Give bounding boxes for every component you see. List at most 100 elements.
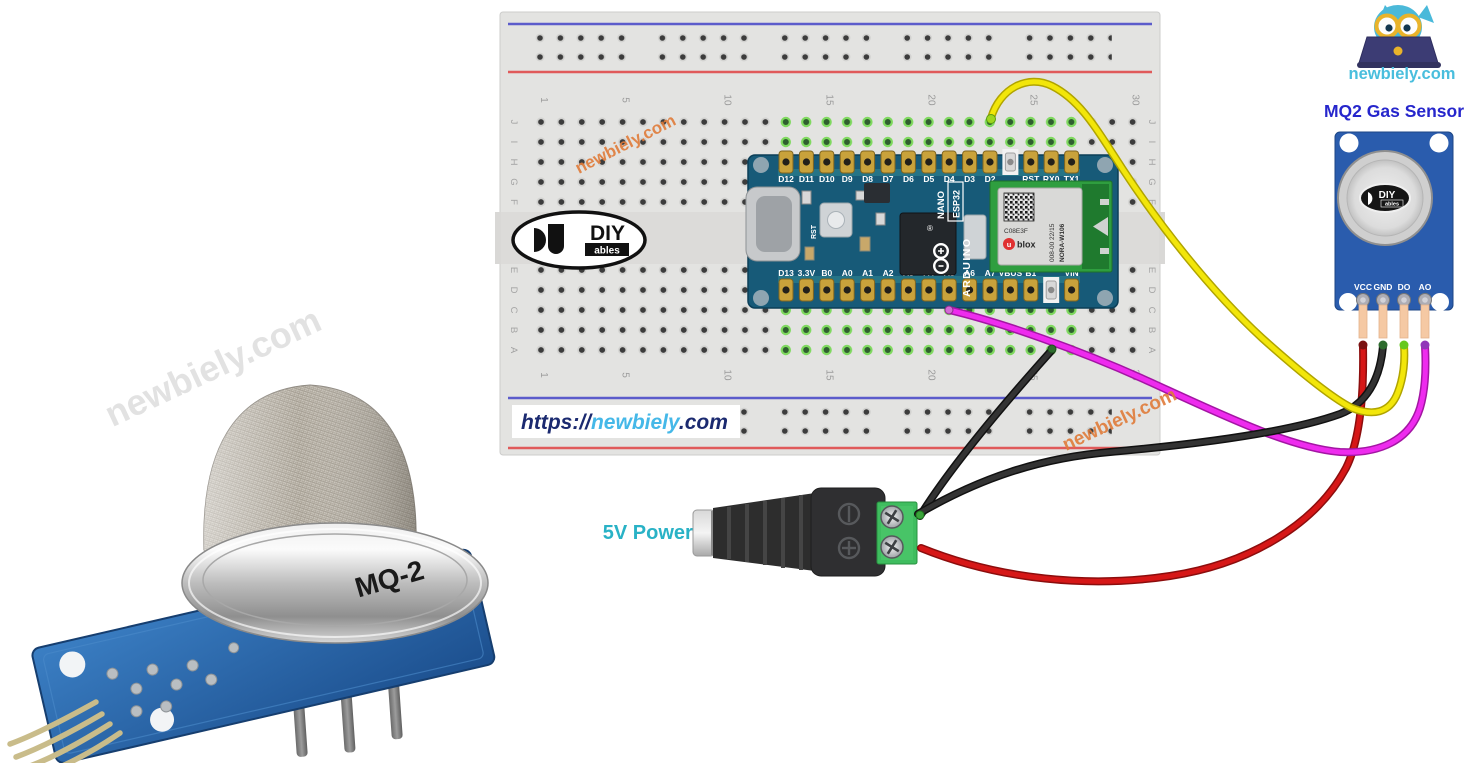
pin-label-vcc: VCC bbox=[1354, 282, 1372, 292]
diyables-text2: ables bbox=[1385, 202, 1399, 208]
col-num: 20 bbox=[926, 94, 937, 106]
newbiely-logo[interactable]: newbiely.com bbox=[1349, 5, 1456, 83]
connection-dot-a5 bbox=[944, 305, 954, 315]
component bbox=[859, 236, 871, 252]
ublox-logo-icon bbox=[1003, 238, 1015, 250]
pin-label: B1 bbox=[1025, 268, 1036, 278]
laptop-logo-dot bbox=[1393, 46, 1403, 56]
diyables-logo: DIY ables bbox=[511, 210, 647, 270]
arduino-label: ARDUINO bbox=[961, 238, 973, 298]
row-letter: J bbox=[508, 120, 519, 125]
antenna-pad bbox=[1100, 199, 1109, 205]
row-letters-right: J I H G F E D C B A bbox=[1146, 120, 1157, 354]
reset-button-cap[interactable] bbox=[827, 211, 845, 229]
owl-pupil bbox=[1385, 24, 1393, 32]
pin-label: B0 bbox=[821, 268, 832, 278]
pin-label: D2 bbox=[985, 174, 996, 184]
small-chip bbox=[864, 183, 890, 203]
mq2-pin-strips bbox=[1358, 304, 1430, 339]
mounting-hole bbox=[1339, 133, 1359, 153]
esp32-label-box bbox=[947, 181, 964, 222]
top-header[interactable] bbox=[778, 148, 1080, 176]
mounting-hole bbox=[1431, 293, 1449, 311]
col-num: 10 bbox=[722, 94, 733, 106]
arduino-nano-esp32: D12 D11 D10 D9 D8 D7 D6 D5 D4 D3 D2 RST … bbox=[745, 148, 1119, 309]
ublox-name: blox bbox=[1017, 240, 1036, 250]
bottom-connected-holes[interactable] bbox=[775, 300, 1082, 360]
col-num: 20 bbox=[926, 369, 937, 381]
pin-label: D8 bbox=[862, 174, 873, 184]
top-connected-holes[interactable] bbox=[775, 112, 1082, 152]
mounting-hole bbox=[753, 157, 769, 173]
logo-text[interactable]: newbiely.com bbox=[1349, 65, 1456, 83]
reset-label: RST bbox=[811, 224, 818, 239]
pin-label-gnd: GND bbox=[1374, 282, 1393, 292]
bottom-header[interactable] bbox=[778, 276, 1080, 304]
diyables-text2: ables bbox=[594, 246, 620, 257]
module-code: C08E3F bbox=[1004, 228, 1028, 235]
pin-label: A2 bbox=[883, 268, 894, 278]
ao-wire[interactable] bbox=[946, 307, 1428, 455]
component bbox=[801, 190, 812, 205]
pin-label: A0 bbox=[842, 268, 853, 278]
strain-relief-ribs bbox=[727, 495, 803, 570]
gnd-wire-breadboard[interactable] bbox=[917, 347, 1055, 519]
connection-dot-adapter-minus bbox=[915, 510, 925, 520]
col-num: 15 bbox=[824, 94, 835, 106]
mq2-sensor-title: MQ2 Gas Sensor bbox=[1324, 101, 1464, 121]
col-num: 5 bbox=[620, 97, 631, 103]
mq2-sensor-photo: MQ-2 newbiely.com bbox=[7, 299, 496, 763]
col-num: 10 bbox=[722, 369, 733, 381]
pin-label-do: DO bbox=[1398, 282, 1411, 292]
plus-terminal-symbol bbox=[837, 536, 861, 560]
row-letter: E bbox=[508, 267, 519, 273]
connection-dot-d2 bbox=[986, 114, 996, 124]
component bbox=[804, 246, 815, 261]
row-letter: H bbox=[1146, 159, 1157, 166]
pin-strip bbox=[1420, 304, 1430, 339]
vcc-wire[interactable] bbox=[918, 343, 1366, 584]
row-letter: B bbox=[508, 327, 519, 333]
terminal-screw-plus[interactable] bbox=[880, 535, 904, 559]
column-numbers-top: 1 5 10 15 20 25 30 bbox=[538, 94, 1141, 106]
pin-strip bbox=[1378, 304, 1388, 339]
pin-label: A1 bbox=[862, 268, 873, 278]
url-text[interactable]: https://newbiely.com bbox=[521, 411, 728, 434]
owl-ear bbox=[1418, 5, 1434, 23]
wires[interactable] bbox=[914, 77, 1430, 586]
mounting-hole bbox=[1097, 290, 1113, 306]
url-label-bg bbox=[512, 405, 740, 438]
row-letter: F bbox=[1146, 199, 1157, 205]
do-wire[interactable] bbox=[988, 79, 1407, 415]
base-highlight bbox=[188, 528, 482, 638]
antenna-chevron bbox=[1093, 217, 1108, 236]
row-letter: J bbox=[1146, 120, 1157, 125]
module-lot: 008-00 22/15 bbox=[1049, 223, 1056, 262]
pin-label: D10 bbox=[819, 174, 835, 184]
top-rail-holes[interactable] bbox=[529, 29, 1112, 65]
row-letter: E bbox=[1146, 267, 1157, 273]
url-site: newbiely bbox=[591, 411, 681, 434]
solder-joints bbox=[106, 642, 240, 718]
diyables-glyph bbox=[548, 224, 564, 254]
diyables-text: DIY bbox=[1379, 190, 1396, 201]
connection-dot-sensor-gnd bbox=[1378, 340, 1388, 350]
diyables-glyph bbox=[1368, 192, 1373, 205]
connection-dot-vcc bbox=[1358, 340, 1368, 350]
terminal-screw-minus[interactable] bbox=[880, 505, 904, 529]
row-letter: A bbox=[508, 347, 519, 354]
nano-label: NANO bbox=[936, 191, 947, 219]
owl-icon bbox=[1357, 5, 1441, 68]
pin-label: D7 bbox=[883, 174, 894, 184]
pin-label: D3 bbox=[964, 174, 975, 184]
row-letter: I bbox=[508, 141, 519, 144]
gnd-wire-sensor[interactable] bbox=[915, 343, 1386, 517]
connection-dot-ao bbox=[1420, 340, 1430, 350]
laptop-base bbox=[1357, 62, 1441, 68]
mq2-sensor-module: DIY ables VCC GND DO AO bbox=[1334, 131, 1454, 311]
row-letter: C bbox=[508, 307, 519, 314]
connection-dot-gnd bbox=[1047, 344, 1057, 354]
diyables-text: DIY bbox=[590, 222, 625, 245]
url-label[interactable]: https://newbiely.com bbox=[512, 405, 740, 438]
mounting-hole bbox=[1429, 133, 1449, 153]
